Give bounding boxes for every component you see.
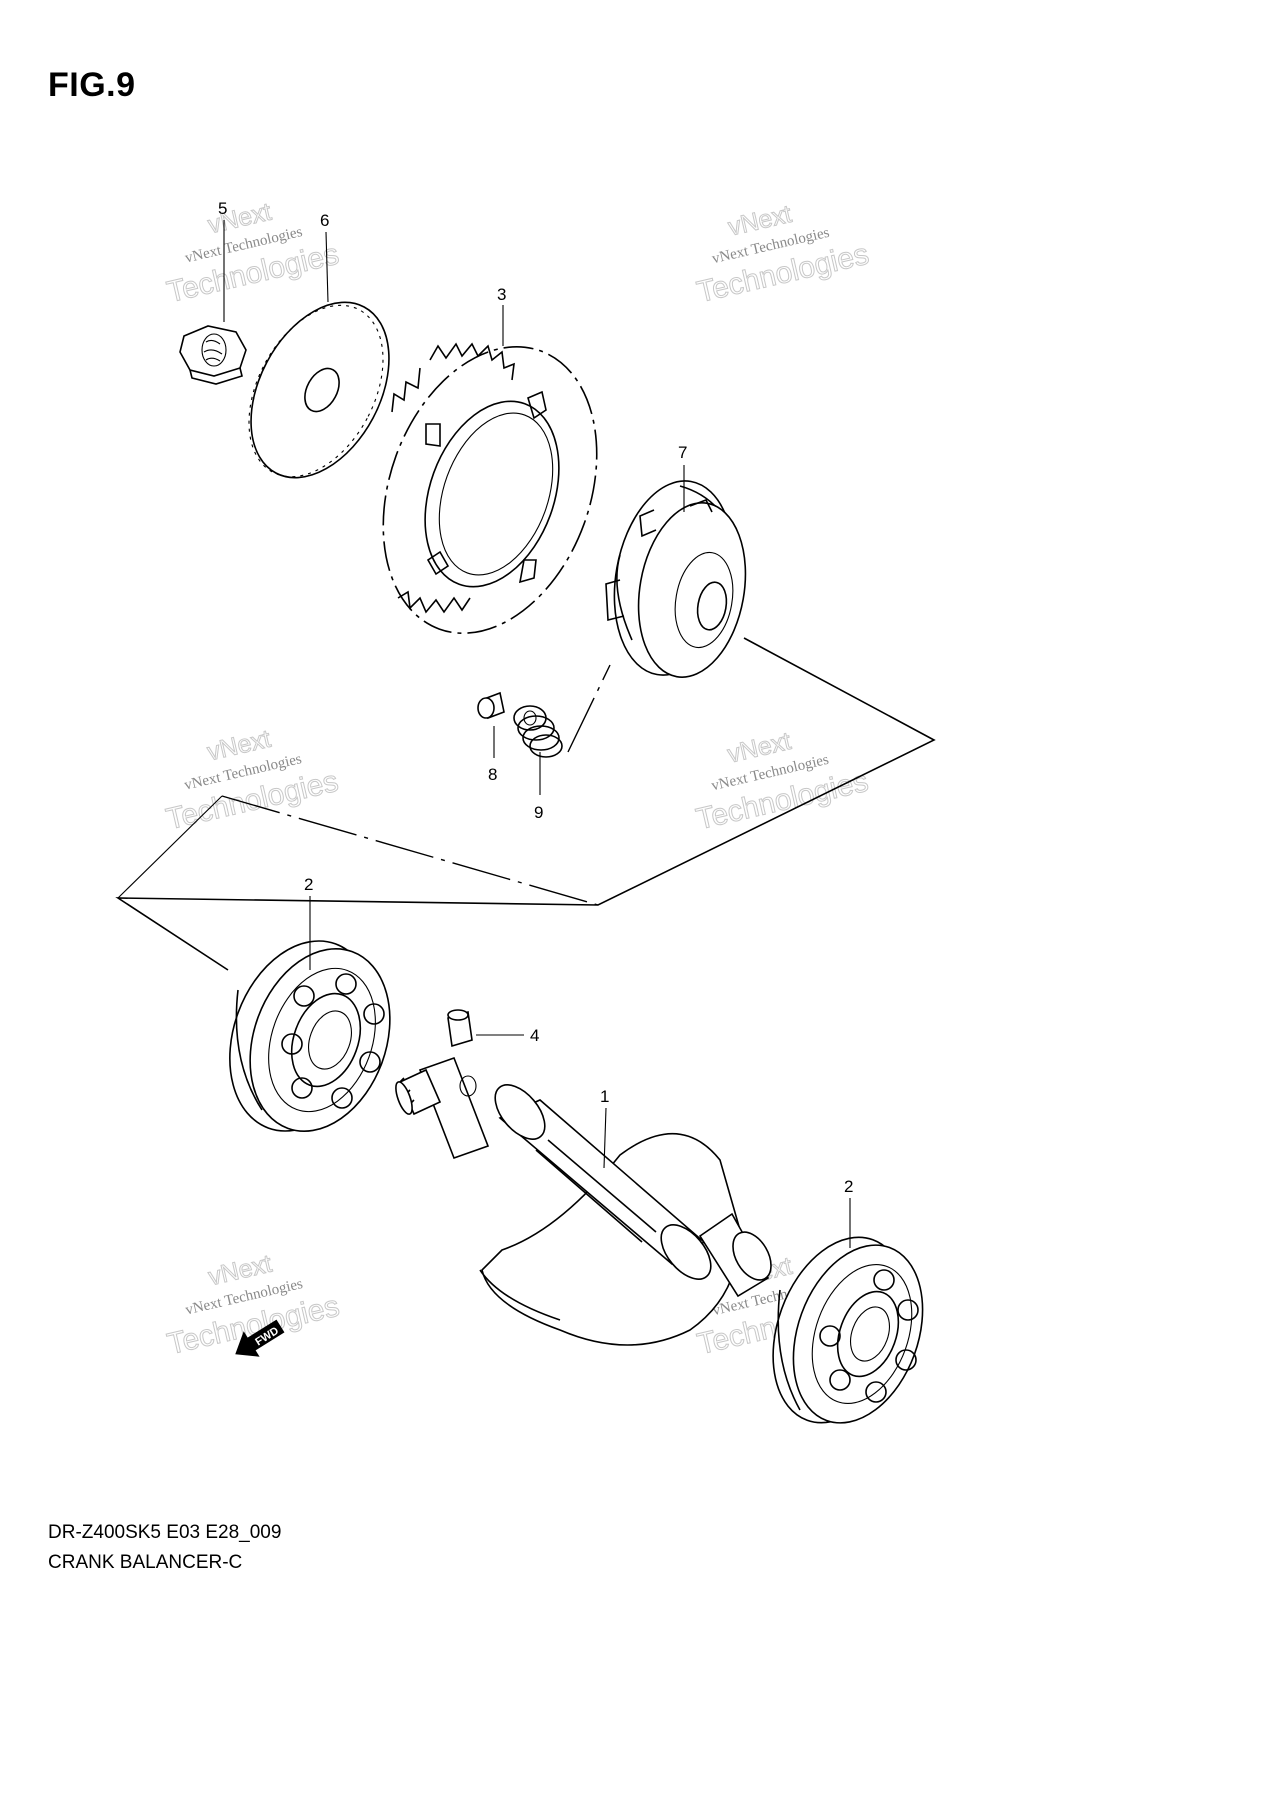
part-4-key: [447, 1009, 473, 1048]
watermark-top-right: vNext vNext Technologies Technologies: [693, 199, 872, 309]
part-2-bearing-upper: [229, 940, 391, 1132]
watermark-mid-left: vNext vNext Technologies Technologies: [163, 724, 342, 837]
part-6-washer: [248, 301, 390, 479]
part-2-bearing-lower: [772, 1236, 924, 1424]
callout-5: 5: [218, 199, 227, 218]
part-8-pin: [477, 691, 505, 720]
figure-title: FIG.9: [48, 66, 136, 104]
callout-4: 4: [530, 1026, 539, 1045]
callout-1: 1: [600, 1087, 609, 1106]
callout-6: 6: [320, 211, 329, 230]
callout-8: 8: [488, 765, 497, 784]
part-9-spring: [513, 705, 563, 758]
diagram-code: DR-Z400SK5 E03 E28_009: [48, 1522, 282, 1543]
callout-2-lower: 2: [844, 1177, 853, 1196]
assembly-lines: [115, 637, 936, 971]
watermark-top-left: vNext vNext Technologies Technologies: [163, 197, 342, 310]
part-7-hub: [605, 480, 747, 678]
callout-9: 9: [534, 803, 543, 822]
part-3-gear: [382, 342, 598, 635]
part-5-nut: [179, 325, 247, 385]
callout-2-upper: 2: [304, 875, 313, 894]
part-1-balancer-shaft: [395, 1056, 772, 1346]
callout-numbers: 5 6 3 7 8 9 2 4 1 2: [218, 199, 853, 1196]
callout-7: 7: [678, 443, 687, 462]
diagram-name: CRANK BALANCER-C: [48, 1552, 243, 1573]
callout-3: 3: [497, 285, 506, 304]
leader-lines: [223, 220, 851, 1248]
